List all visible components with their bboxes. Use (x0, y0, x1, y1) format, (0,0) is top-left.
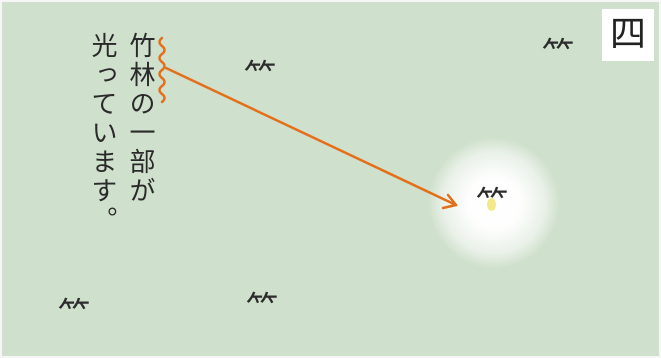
caption-column-2: 光っています。 (87, 32, 117, 235)
bamboo-icon: ⺮ (58, 295, 91, 333)
pointer-arrow-line (164, 66, 458, 207)
pointer-arrow-head (441, 193, 458, 210)
wavy-marker (158, 36, 166, 104)
bamboo-icon: ⺮ (542, 35, 575, 73)
caption-column-1: 竹林の一部が (125, 32, 155, 206)
bamboo-icon-highlighted: ⺮ (476, 184, 509, 222)
bamboo-icon: ⺮ (246, 289, 279, 327)
bamboo-icon: ⺮ (244, 57, 277, 95)
panel-number-badge: 四 (602, 9, 654, 61)
glow-light-spot (487, 198, 496, 211)
